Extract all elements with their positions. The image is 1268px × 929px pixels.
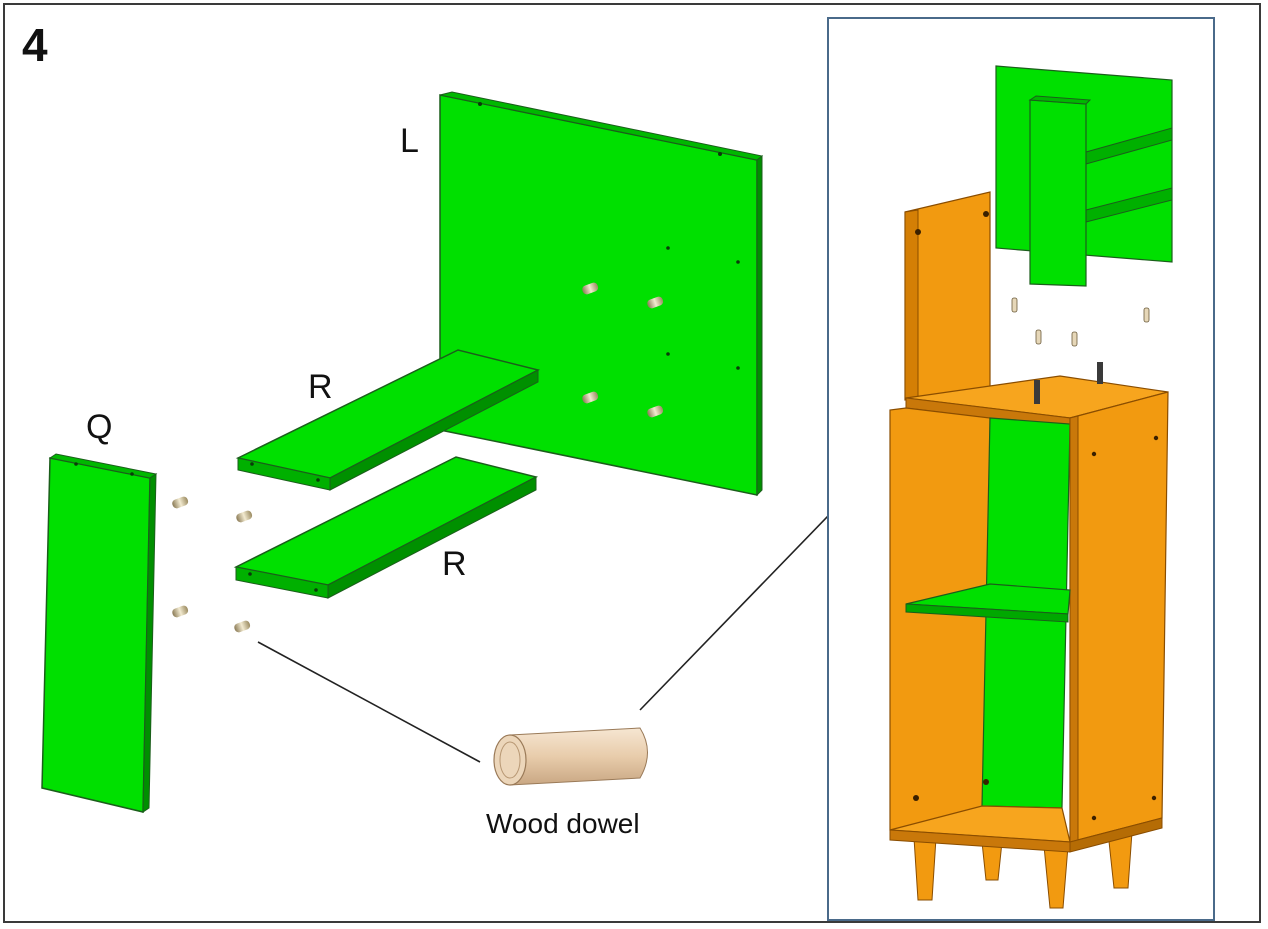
step-number: 4 bbox=[22, 19, 48, 71]
label-panel-l: L bbox=[400, 122, 419, 160]
assembled-cabinet bbox=[889, 65, 1173, 909]
shelf-r-upper bbox=[235, 349, 541, 491]
diagram-frame bbox=[3, 3, 1261, 923]
label-shelf-r-lower: R bbox=[442, 545, 467, 583]
shelf-r-lower bbox=[233, 456, 539, 599]
panel-l-dowels bbox=[582, 282, 664, 418]
panel-l bbox=[439, 91, 764, 497]
loose-dowels bbox=[172, 496, 253, 633]
panel-q bbox=[41, 453, 158, 813]
label-shelf-r-upper: R bbox=[308, 368, 333, 406]
wood-dowel-illustration bbox=[493, 727, 648, 786]
label-wood-dowel: Wood dowel bbox=[486, 808, 640, 839]
label-panel-q: Q bbox=[86, 408, 113, 446]
